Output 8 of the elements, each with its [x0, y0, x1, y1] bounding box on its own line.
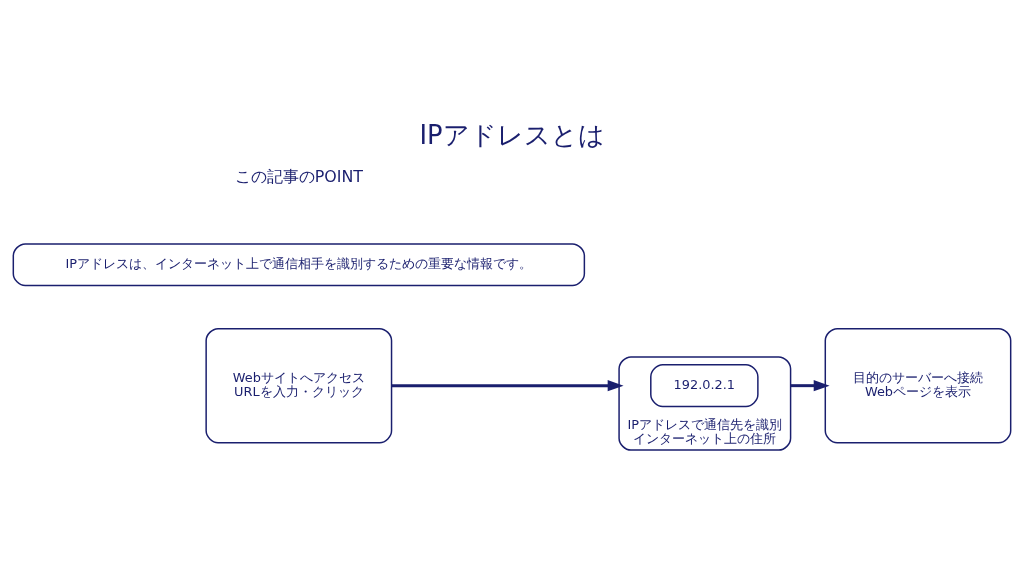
node-box: IPアドレスは、インターネット上で通信相手を識別するための重要な情報です。 [12, 242, 586, 286]
node-box: 192.0.2.1 [650, 363, 759, 407]
label: この記事のPOINT [234, 166, 363, 186]
node-box: Webサイトへアクセス URLを入力・クリック [205, 327, 393, 443]
arrow [790, 379, 830, 391]
arrow [391, 379, 624, 391]
node-box: 目的のサーバーへ接続 Webページを表示 [824, 327, 1012, 443]
diagram-title: IPアドレスとは [419, 119, 605, 150]
